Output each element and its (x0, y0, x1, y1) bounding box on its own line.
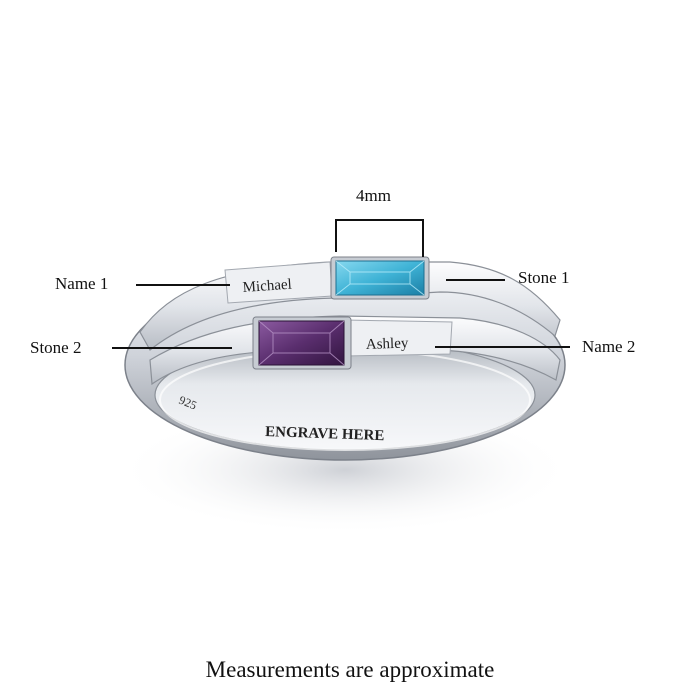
name1-label: Name 1 (55, 274, 109, 293)
stone2-label: Stone 2 (30, 338, 82, 357)
stone1-facets (335, 260, 425, 296)
dimension-bracket (335, 219, 424, 257)
dimension-label: 4mm (356, 186, 391, 205)
stone2-facets (258, 320, 345, 366)
engraving-name2: Ashley (366, 336, 410, 353)
stone1-gem (335, 260, 425, 296)
stone1-label: Stone 1 (518, 268, 570, 287)
name2-label: Name 2 (582, 337, 636, 356)
stone2-gem (258, 320, 345, 366)
engraving-inner: ENGRAVE HERE (265, 424, 385, 444)
engraving-name1: Michael (242, 277, 292, 296)
engraving-hallmark: 925 (177, 393, 199, 413)
measurement-caption: Measurements are approximate (205, 657, 495, 682)
